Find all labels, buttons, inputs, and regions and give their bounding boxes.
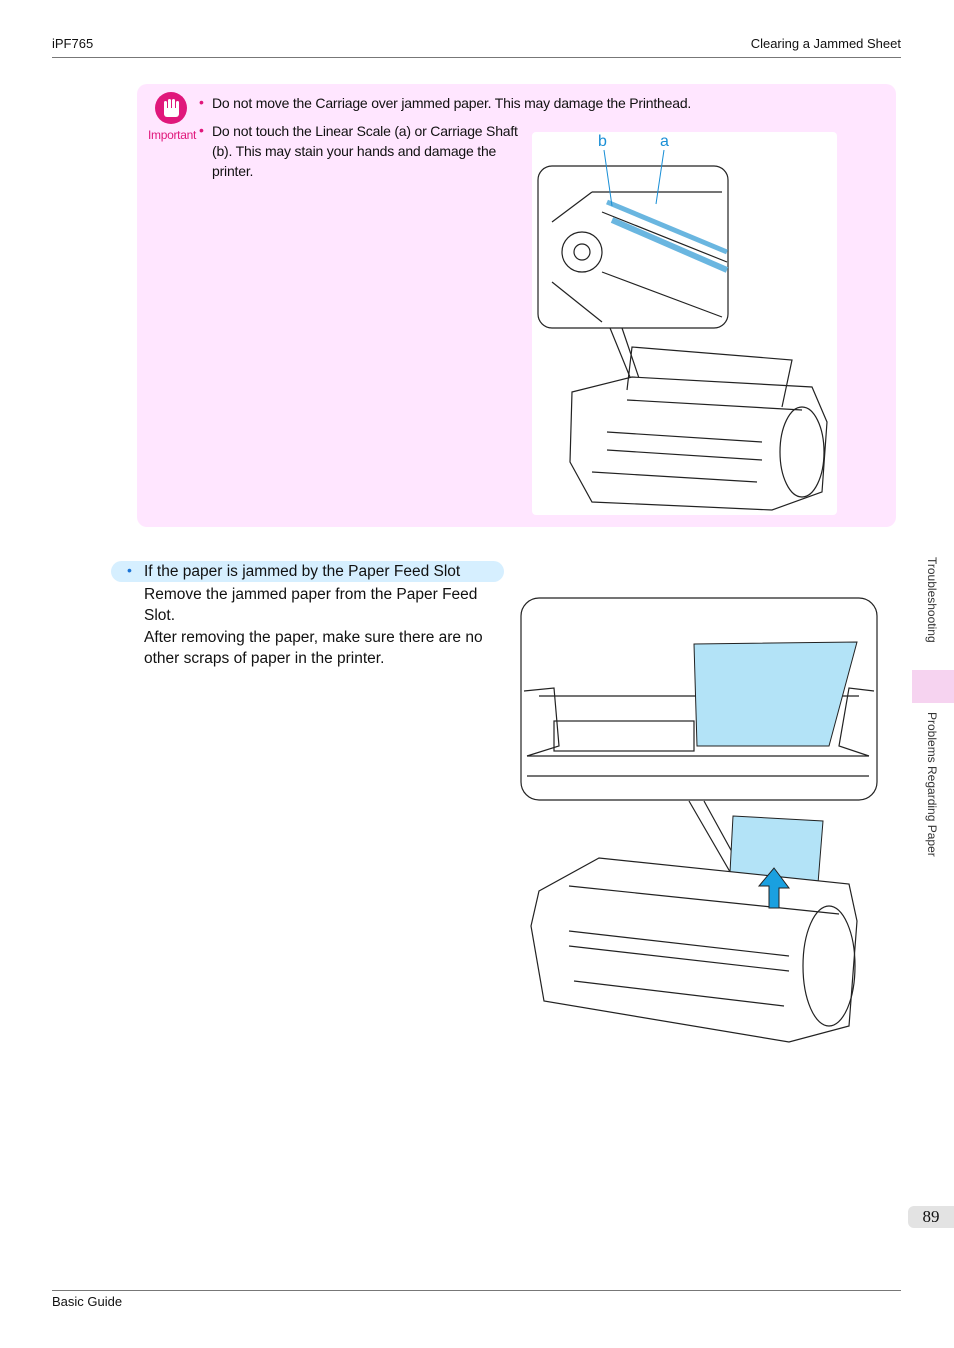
paper-feed-slot-illustration — [519, 596, 879, 1046]
side-tab-troubleshooting[interactable]: Troubleshooting — [925, 557, 939, 643]
linear-scale-illustration — [532, 132, 837, 515]
section-title: If the paper is jammed by the Paper Feed… — [144, 563, 461, 580]
callout-b: b — [598, 133, 607, 150]
side-tab-marker — [912, 670, 954, 703]
callout-a: a — [660, 133, 669, 150]
section-paragraph-1: Remove the jammed paper from the Paper F… — [144, 586, 478, 624]
footer-rule — [52, 1290, 901, 1291]
header-model: iPF765 — [52, 36, 94, 51]
important-bullet-1: Do not move the Carriage over jammed pap… — [212, 95, 692, 111]
section-paragraph-2: After removing the paper, make sure ther… — [144, 629, 483, 667]
side-tab-problems-regarding-paper[interactable]: Problems Regarding Paper — [925, 712, 939, 857]
header-rule — [52, 57, 901, 58]
section-title-pill — [111, 561, 504, 582]
important-bullet-2: Do not touch the Linear Scale (a) or Car… — [212, 123, 518, 179]
footer-text: Basic Guide — [52, 1294, 123, 1309]
bullet-dot: • — [199, 122, 204, 138]
page-number: 89 — [908, 1206, 954, 1228]
bullet-dot: • — [199, 94, 204, 110]
bullet-dot: • — [127, 562, 132, 578]
hand-stop-icon — [155, 92, 187, 124]
important-label: Important — [148, 128, 196, 142]
header-section-title: Clearing a Jammed Sheet — [750, 36, 901, 51]
